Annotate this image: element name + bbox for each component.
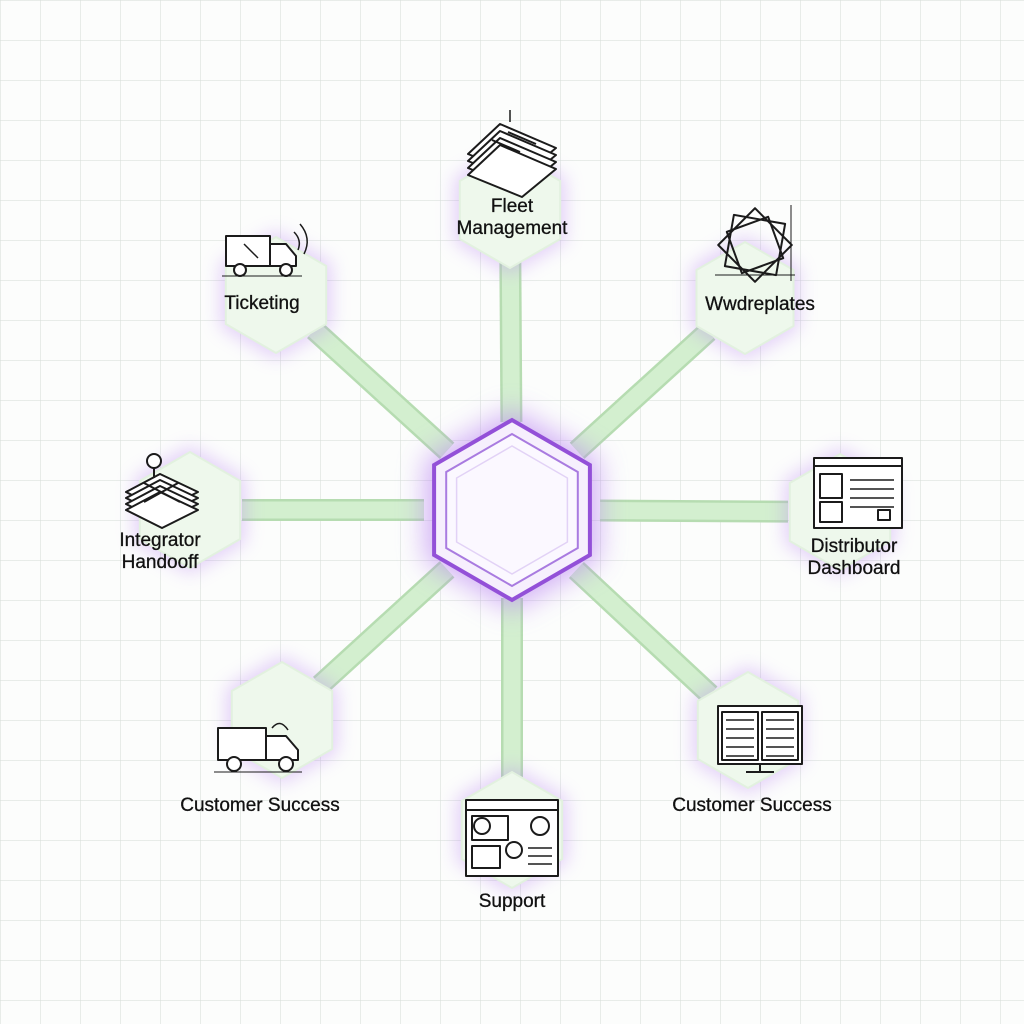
label-line: Support [478, 891, 546, 912]
label-line: Customer Success [180, 795, 340, 816]
hub-core [455, 445, 569, 575]
connector-fill-distributor-dashboard [599, 502, 789, 521]
node-wwdreplates[interactable] [691, 236, 799, 360]
connector-fill-wwdreplates [571, 325, 714, 458]
stacked-papers-icon [467, 110, 557, 198]
label-line: Wwdreplates [705, 294, 815, 315]
connectors [242, 261, 789, 778]
label-customer-success-left: Customer Success [160, 795, 360, 817]
label-customer-success-right: Customer Success [652, 795, 852, 817]
node-hexagon [695, 240, 795, 356]
support-window-icon [465, 799, 559, 877]
label-line: Customer Success [672, 795, 832, 816]
connector-fill-customer-success-right [570, 563, 716, 701]
connector-fill-ticketing [308, 323, 453, 458]
layered-stack-icon [125, 453, 199, 529]
label-ticketing: Ticketing [162, 293, 362, 315]
label-line: Dashboard [807, 558, 901, 579]
dashboard-window-icon [813, 457, 903, 529]
geometric-shapes-icon [715, 205, 795, 283]
hub-inner [445, 432, 579, 588]
delivery-truck-icon [214, 722, 302, 773]
label-line: Distributor [810, 536, 898, 557]
label-support: Support [412, 891, 612, 913]
hub-hexagon [425, 410, 599, 610]
connector-fill-fleet-management [501, 261, 520, 423]
label-line: Ticketing [224, 293, 300, 314]
label-line: Management [456, 218, 568, 239]
label-wwdreplates: Wwdreplates [660, 294, 860, 316]
label-line: Integrator [119, 530, 201, 551]
monitor-icon [717, 705, 803, 773]
truck-signal-icon [222, 223, 308, 277]
label-line: Handooff [121, 552, 199, 573]
label-line: Fleet [490, 196, 534, 217]
connector-fill-customer-success-left [314, 563, 453, 692]
